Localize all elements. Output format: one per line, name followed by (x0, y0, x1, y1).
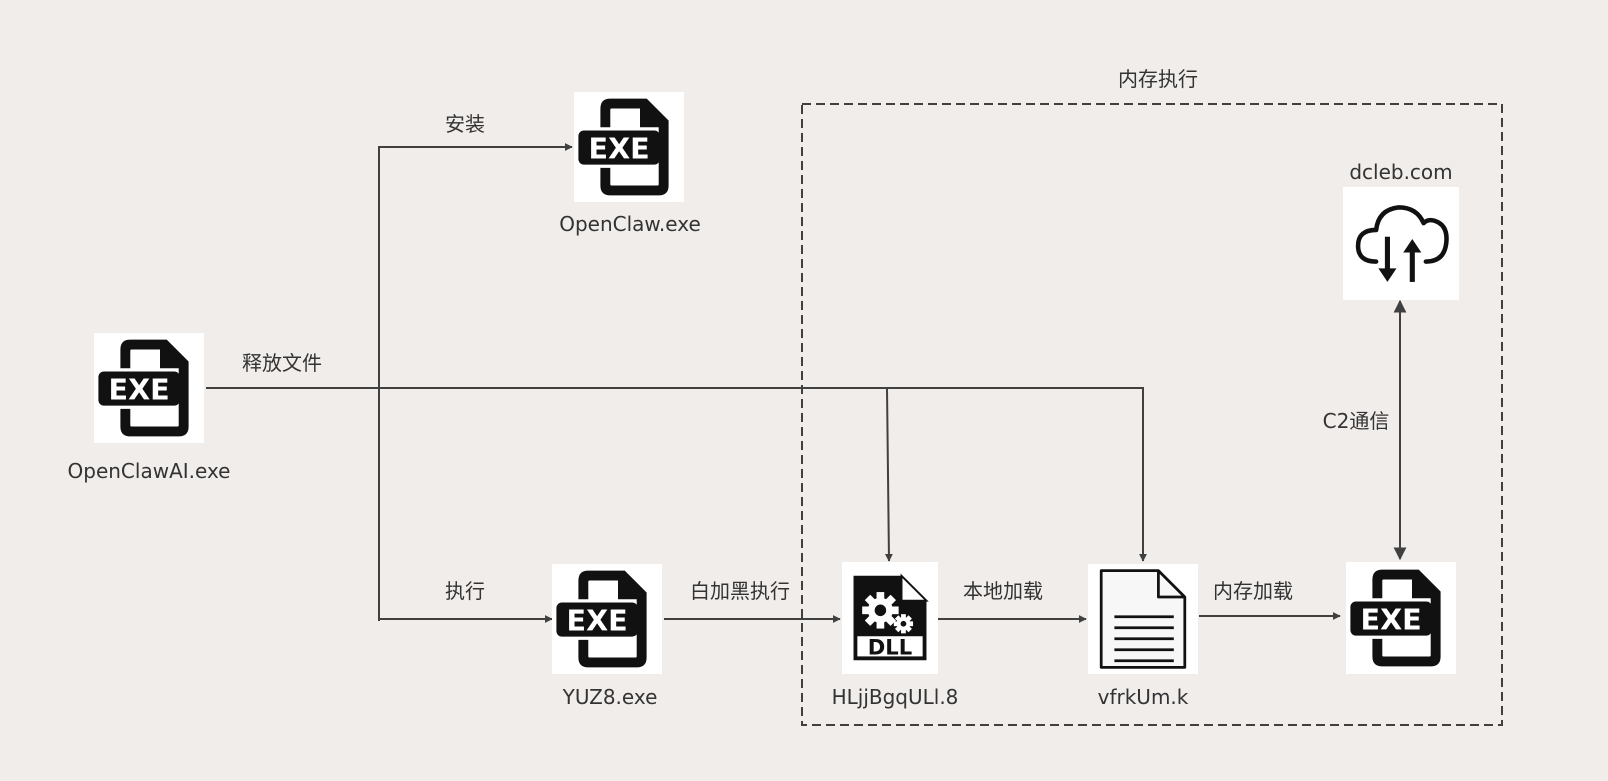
node-yuz8: YUZ8.exe (552, 564, 662, 709)
hljj-label: HLjjBgqULl.8 (832, 685, 959, 709)
memory-load-label: 内存加载 (1213, 579, 1293, 603)
node-payload (1346, 562, 1456, 674)
openclawai-label: OpenClawAI.exe (68, 459, 231, 483)
install-edge (378, 143, 573, 621)
install-label: 安装 (445, 112, 485, 136)
c2-domain-label: dcleb.com (1349, 160, 1452, 184)
vfrk-label: vfrkUm.k (1098, 685, 1189, 709)
memory-execution-group: 内存执行 (801, 67, 1503, 726)
node-vfrk: vfrkUm.k (1088, 564, 1198, 709)
text-document-icon (1099, 569, 1187, 669)
node-hljj: HLjjBgqULl.8 (832, 562, 959, 709)
execute-label: 执行 (445, 579, 485, 603)
edge-labels: 安装 释放文件 执行 白加黑执行 本地加载 内存加载 C2通信 (242, 112, 1389, 603)
yuz8-label: YUZ8.exe (562, 685, 658, 709)
edges (206, 143, 1407, 623)
c2-label: C2通信 (1323, 409, 1390, 433)
local-load-label: 本地加载 (963, 579, 1043, 603)
release-label: 释放文件 (242, 351, 322, 375)
dll-file-icon (852, 574, 928, 662)
group-title: 内存执行 (1118, 67, 1198, 91)
node-openclawai: OpenClawAI.exe (68, 333, 231, 483)
node-c2: dcleb.com (1343, 160, 1459, 300)
release-to-dll-edge (884, 387, 893, 562)
node-openclaw: OpenClaw.exe (559, 92, 701, 236)
sideload-label: 白加黑执行 (690, 579, 790, 603)
openclaw-label: OpenClaw.exe (559, 212, 701, 236)
